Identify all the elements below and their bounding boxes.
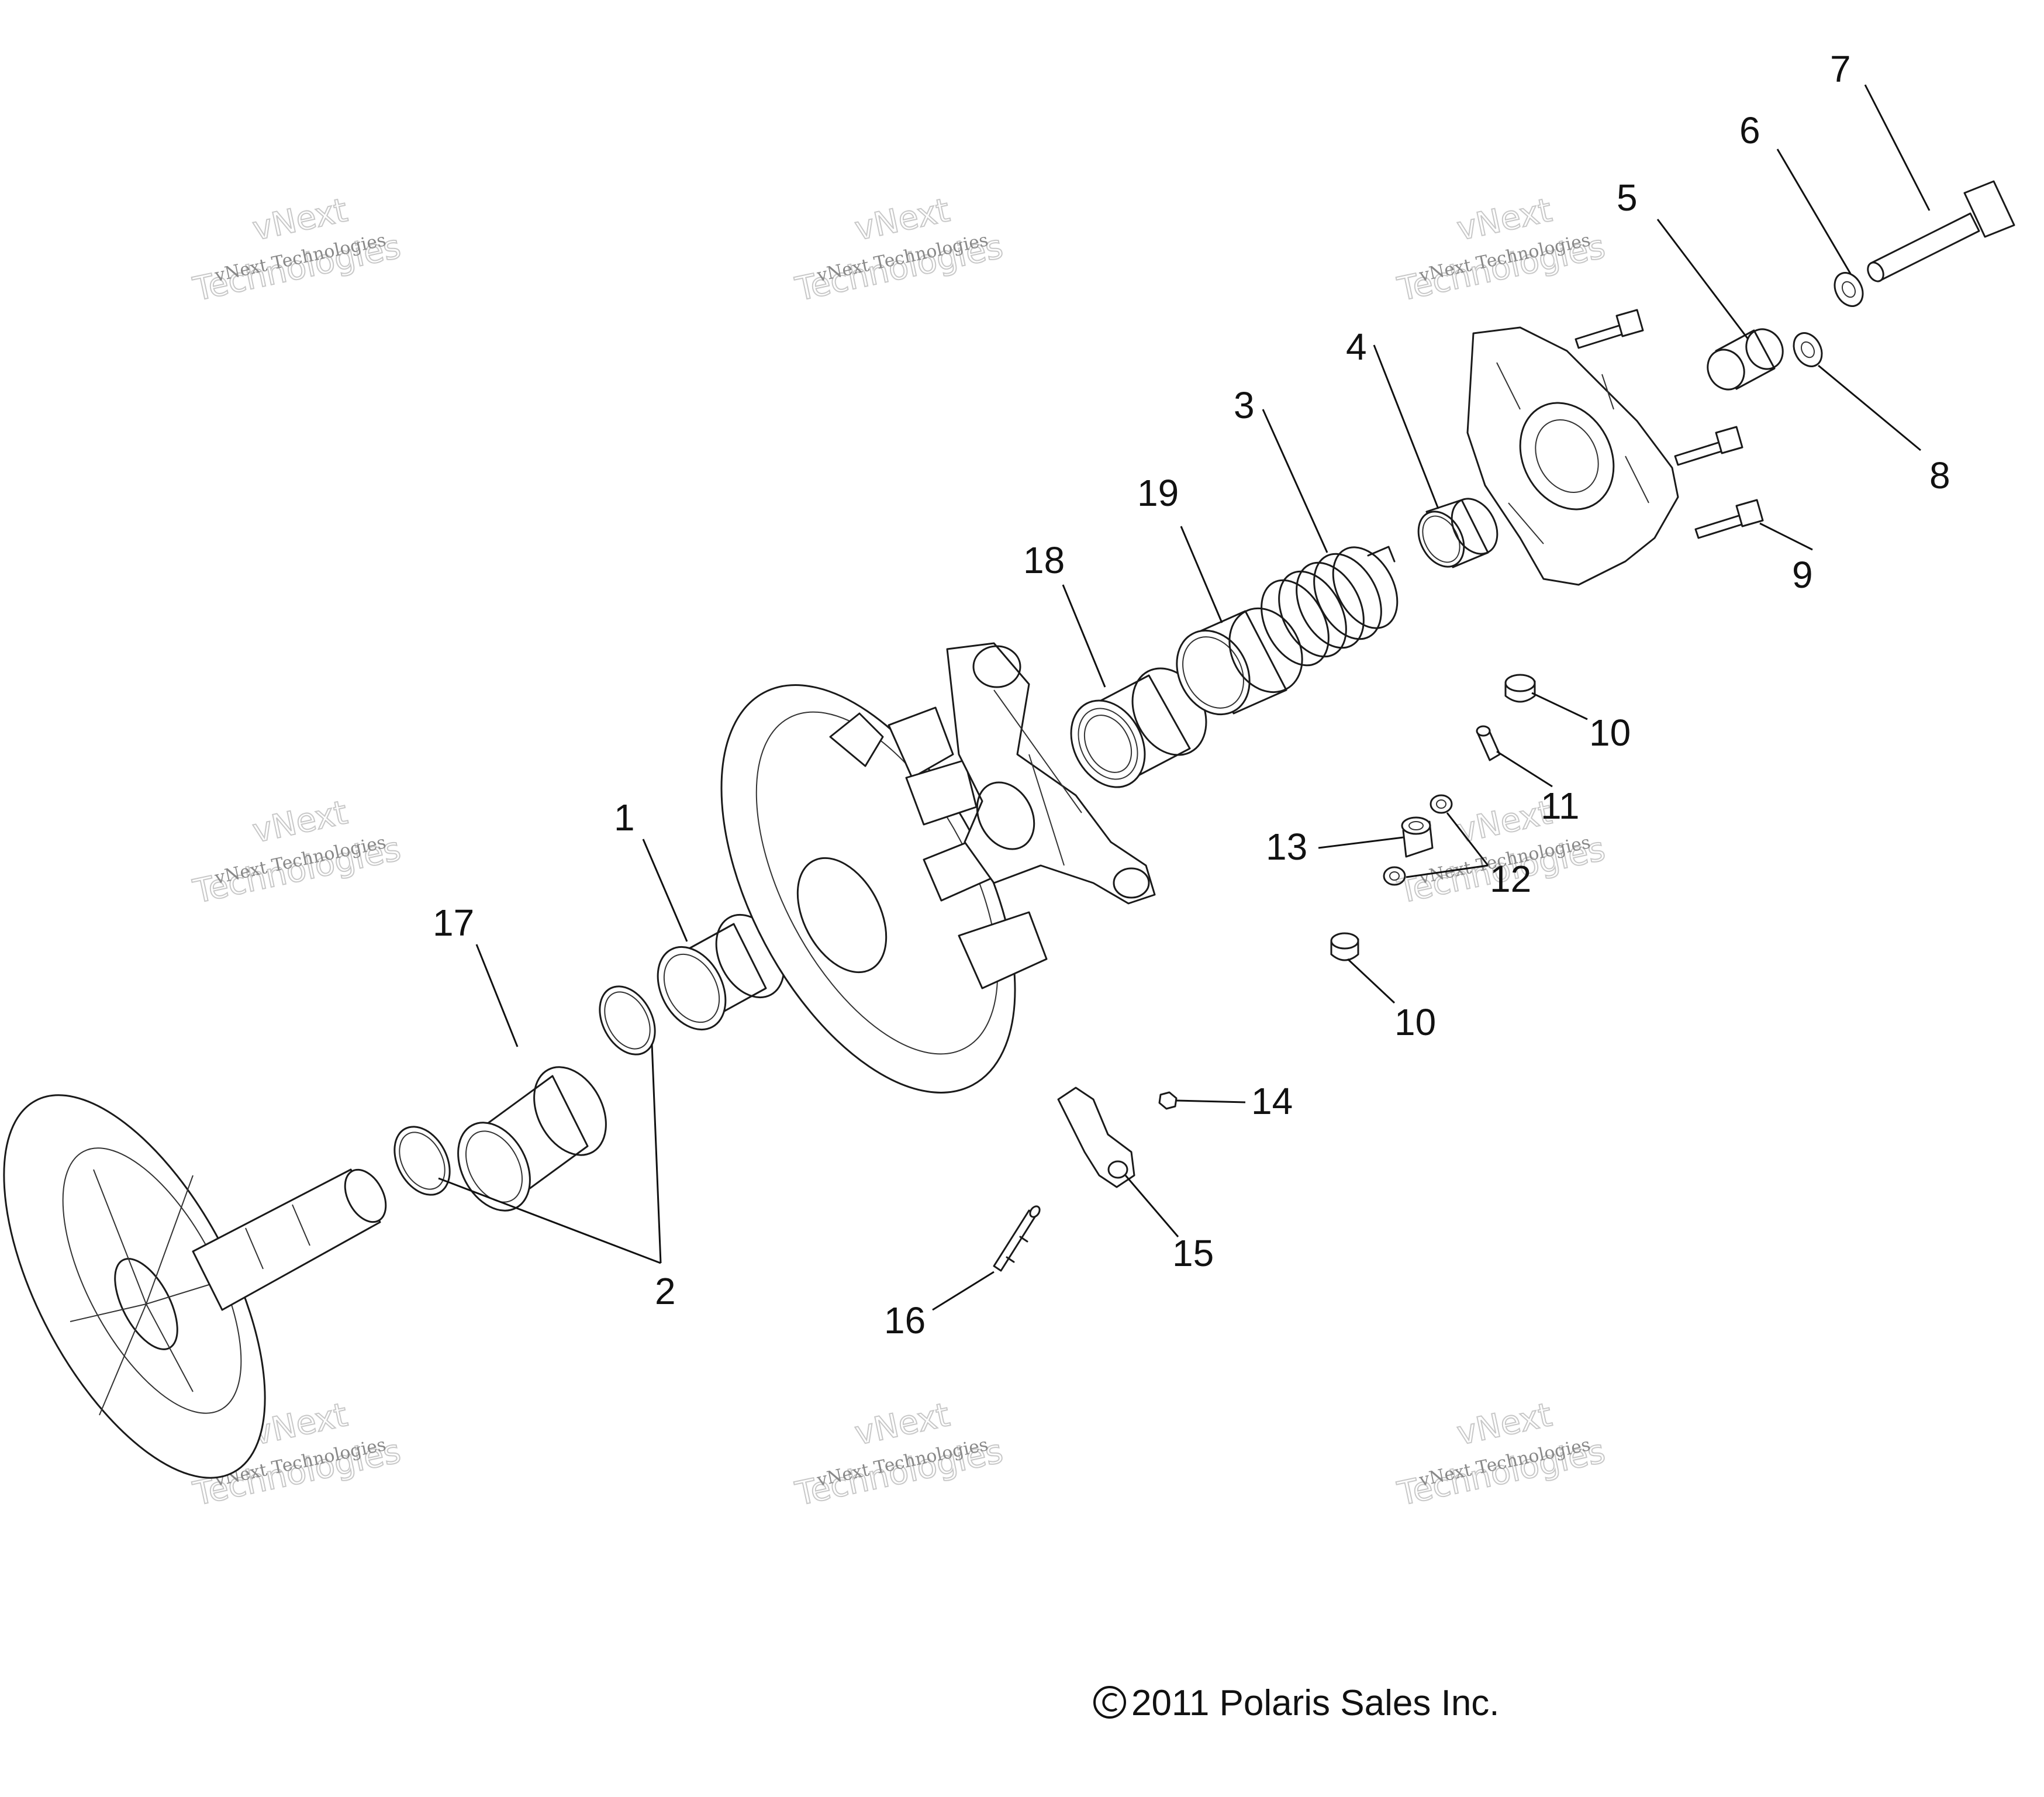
copyright-text: 2011 Polaris Sales Inc. bbox=[1131, 1683, 1500, 1723]
callout-11: 11 bbox=[1541, 785, 1579, 827]
watermark: vNext Technologies vNext Technologies bbox=[792, 1395, 1007, 1514]
callout-labels: 1 2 3 4 5 6 7 8 9 10 10 11 12 13 14 15 1… bbox=[433, 48, 1950, 1341]
part-5-spacer bbox=[1707, 328, 1784, 391]
part-11-pin bbox=[1476, 725, 1501, 761]
callout-9: 9 bbox=[1792, 554, 1813, 596]
moveable-sheave bbox=[720, 684, 1048, 1094]
copyright-notice: 2011 Polaris Sales Inc. bbox=[1093, 1683, 1500, 1723]
part-7-bolt bbox=[1867, 180, 2015, 282]
part-12-washer-upper bbox=[1430, 794, 1453, 814]
callout-19: 19 bbox=[1137, 472, 1179, 514]
part-1-bushing bbox=[657, 913, 785, 1031]
copyright-c-glyph bbox=[1102, 1693, 1118, 1712]
callout-3: 3 bbox=[1234, 384, 1255, 426]
callout-17: 17 bbox=[433, 902, 474, 944]
retaining-ring-rear-inner bbox=[604, 991, 651, 1050]
callout-8: 8 bbox=[1929, 454, 1950, 496]
callout-14: 14 bbox=[1251, 1080, 1293, 1122]
callout-1: 1 bbox=[614, 796, 635, 839]
part-19-bushing bbox=[1176, 607, 1303, 716]
watermark: vNext Technologies vNext Technologies bbox=[1394, 1395, 1609, 1514]
retaining-ring-front bbox=[393, 1126, 451, 1196]
retaining-ring-front-inner bbox=[399, 1132, 446, 1190]
part-12-washer-lower bbox=[1383, 866, 1406, 886]
cover-bolt-2 bbox=[1674, 426, 1743, 466]
cover-bolt-1 bbox=[1575, 309, 1644, 349]
part-15-weight bbox=[1057, 1087, 1135, 1188]
watermark: vNext Technologies vNext Technologies bbox=[189, 191, 405, 309]
watermark: vNext Technologies vNext Technologies bbox=[1394, 191, 1609, 309]
part-18-bearing bbox=[1070, 667, 1207, 788]
leader-lines bbox=[438, 84, 1931, 1311]
callout-13: 13 bbox=[1266, 826, 1307, 868]
part-10-cap-lower bbox=[1330, 932, 1359, 961]
part-13-roller bbox=[1401, 816, 1434, 858]
callout-15: 15 bbox=[1172, 1232, 1214, 1274]
part-16-pin bbox=[993, 1205, 1041, 1272]
spider-assembly bbox=[946, 642, 1156, 905]
watermark: vNext Technologies vNext Technologies bbox=[792, 191, 1007, 309]
part-8-washer bbox=[1793, 332, 1823, 367]
callout-10-lower: 10 bbox=[1394, 1001, 1436, 1043]
fixed-sheave-shaft bbox=[3, 1094, 387, 1479]
watermark: vNext Technologies vNext Technologies bbox=[189, 793, 405, 912]
part-17-bushing bbox=[457, 1066, 607, 1212]
callout-2: 2 bbox=[655, 1270, 676, 1312]
callout-16: 16 bbox=[884, 1299, 926, 1341]
callout-6: 6 bbox=[1739, 109, 1760, 151]
callout-7: 7 bbox=[1830, 48, 1851, 90]
part-10-cap-upper bbox=[1504, 674, 1536, 703]
callout-5: 5 bbox=[1617, 177, 1638, 219]
callout-18: 18 bbox=[1023, 539, 1065, 581]
retaining-ring-rear bbox=[599, 985, 656, 1056]
cover-plate bbox=[1466, 326, 1679, 586]
callout-4: 4 bbox=[1346, 326, 1367, 368]
part-14-nut bbox=[1158, 1091, 1178, 1110]
callout-12: 12 bbox=[1490, 858, 1531, 900]
copyright-symbol-icon bbox=[1093, 1686, 1126, 1719]
part-3-spring bbox=[1261, 546, 1399, 667]
part-4-bushing bbox=[1417, 498, 1499, 568]
cover-bolt-3 bbox=[1694, 499, 1764, 539]
part-6-washer bbox=[1834, 272, 1864, 307]
callout-10-upper: 10 bbox=[1589, 712, 1631, 754]
